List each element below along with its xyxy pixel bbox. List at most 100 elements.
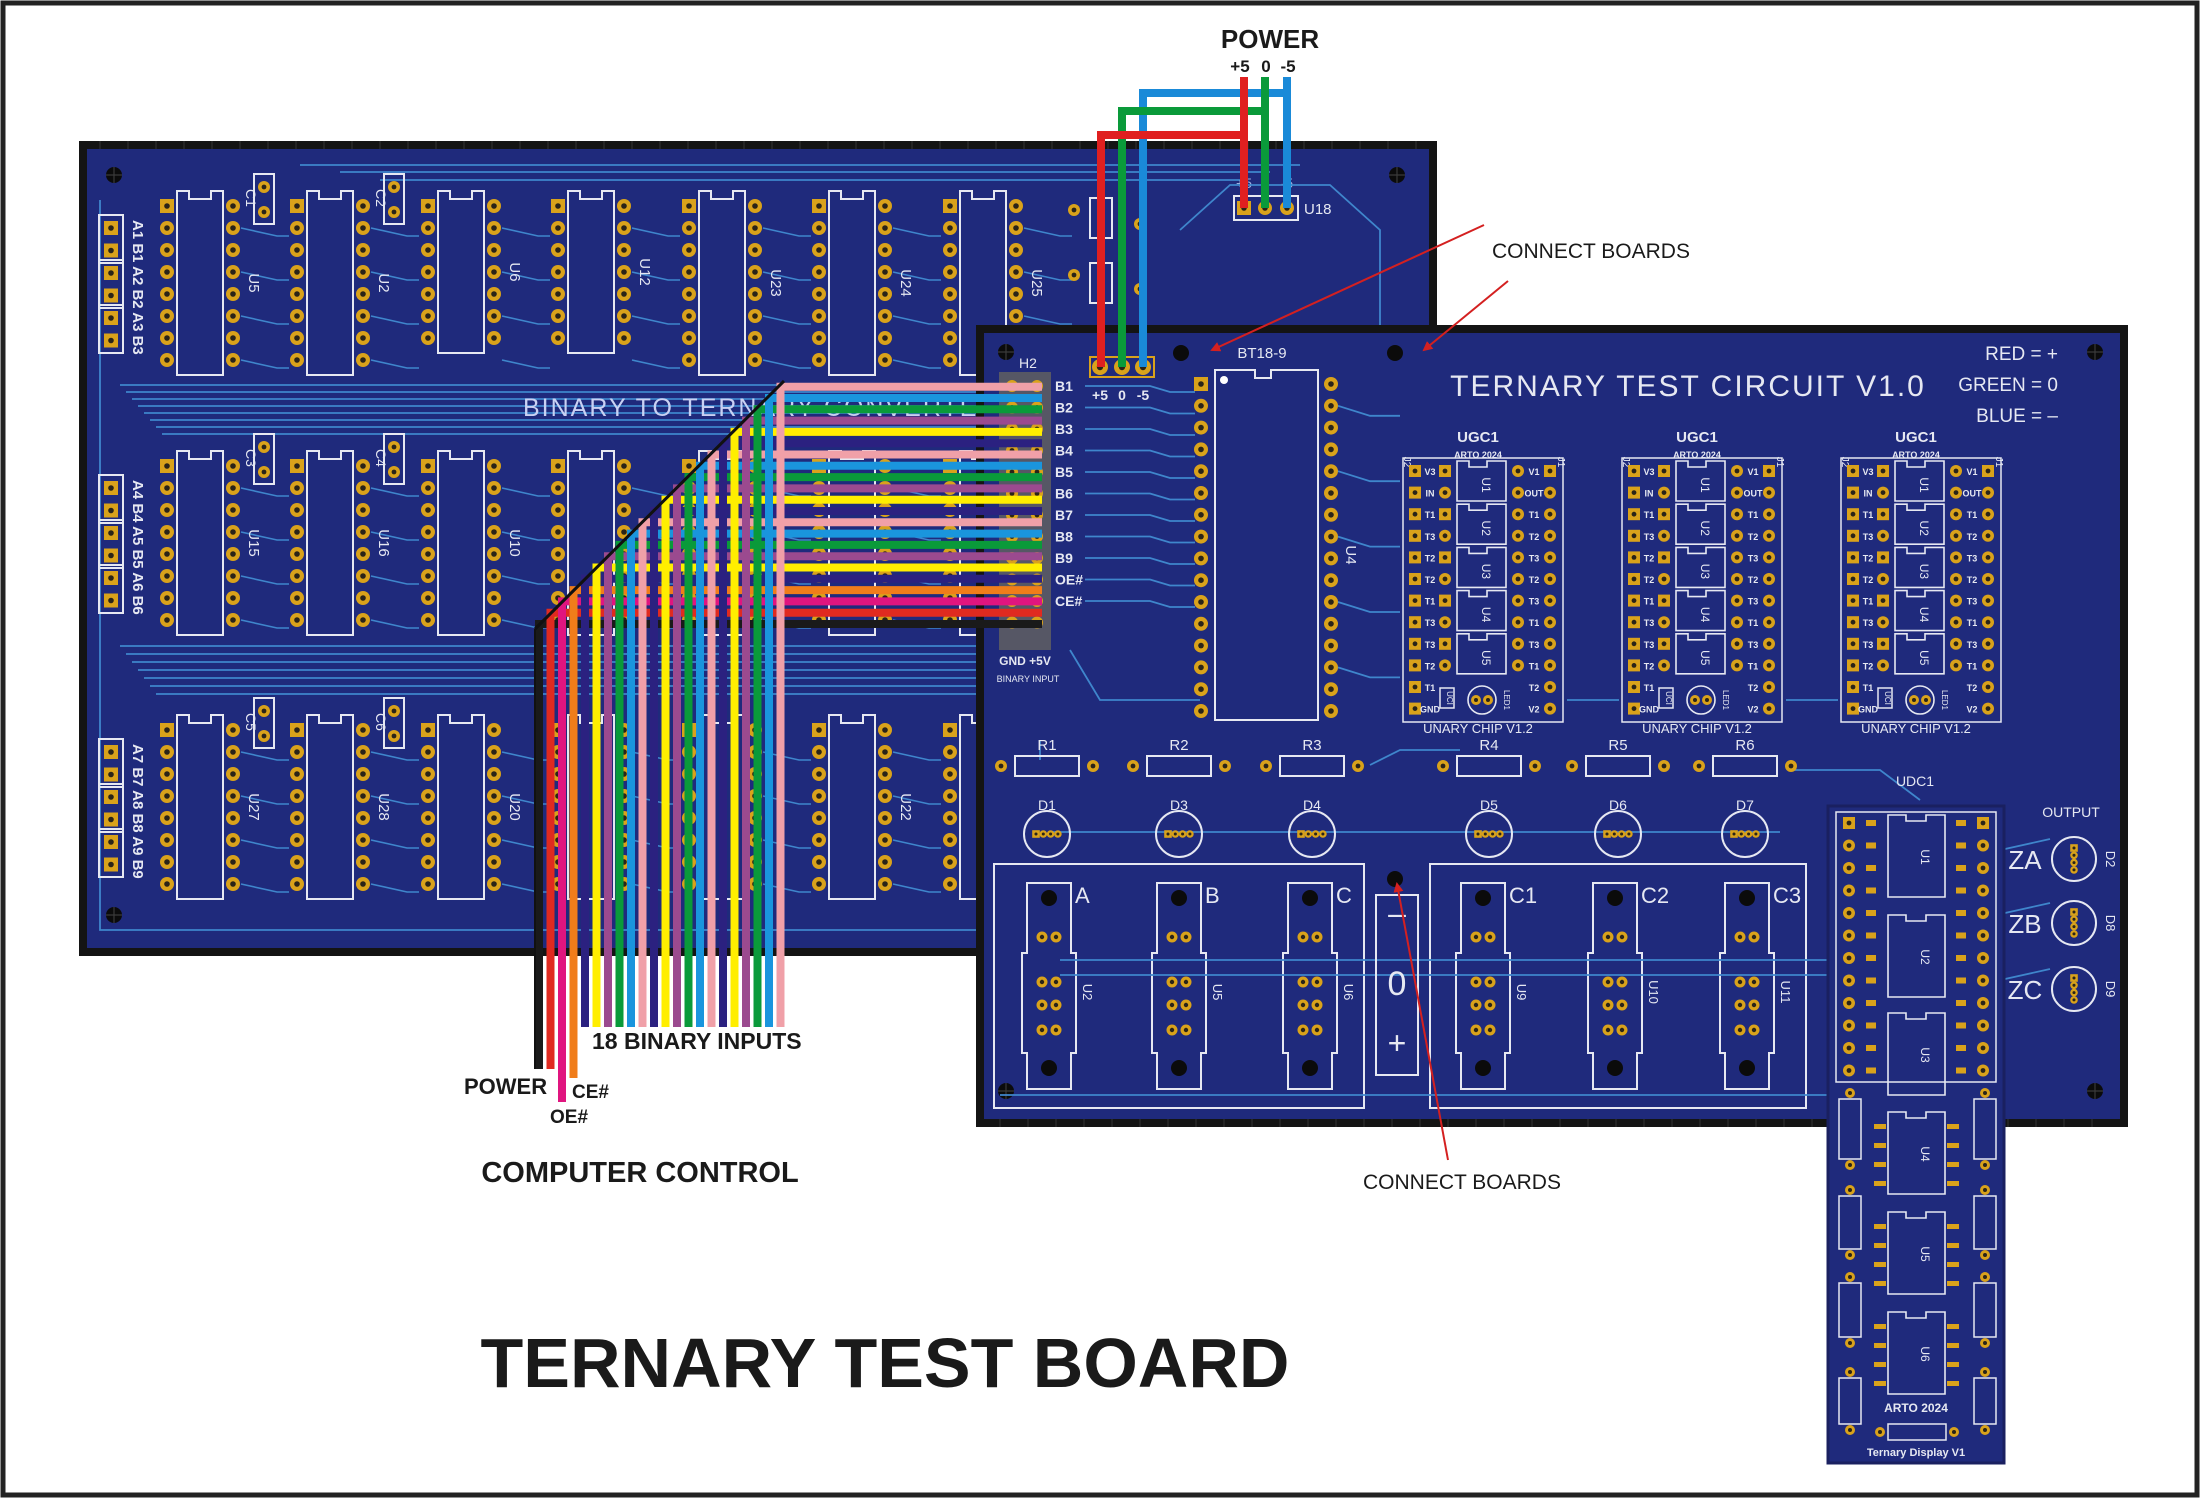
drill-hole: [1734, 468, 1740, 474]
drill-hole: [108, 485, 114, 491]
drill-hole: [816, 837, 822, 843]
header-pin-label: B2: [1055, 400, 1073, 416]
drill-hole: [1013, 269, 1019, 275]
drill-hole: [1173, 832, 1177, 836]
power-header-ref: U18: [1304, 201, 1332, 218]
drill-hole: [1846, 933, 1852, 938]
drill-hole: [164, 749, 170, 755]
drill-hole: [621, 247, 627, 253]
chip-label: U25: [1028, 269, 1045, 297]
led-outline: [1721, 810, 1769, 858]
toggle-switch[interactable]: CU6: [1282, 882, 1356, 1090]
diagram-labels: POWER +5 0 -5 CONNECT BOARDS CONNECT BOA…: [464, 24, 1690, 1402]
cable-wire: [776, 382, 1042, 1027]
drill-hole: [1631, 706, 1637, 711]
drill-hole: [1515, 555, 1521, 560]
smd-pad: [1956, 1022, 1966, 1029]
drill-hole: [1631, 490, 1637, 495]
drill-hole: [1476, 832, 1480, 836]
module-pin-label: T1: [1529, 661, 1540, 671]
switch-mount-hole: [1041, 1060, 1057, 1076]
drill-hole: [164, 357, 170, 363]
drill-hole: [1734, 641, 1740, 647]
drill-hole: [1980, 888, 1986, 893]
drill-hole: [491, 551, 497, 557]
module-j-right: J1: [1555, 457, 1566, 468]
module-pin-label: T1: [1863, 510, 1874, 520]
input-header-label: A1 B1 A2 B2 A3 B3: [129, 220, 146, 355]
drill-hole: [294, 551, 300, 557]
module-pin-label: T1: [1425, 597, 1436, 607]
trace: [1085, 535, 1195, 544]
drill-hole: [1442, 663, 1448, 668]
mode-selector[interactable]: [1375, 894, 1419, 1076]
input-header-outline: [98, 304, 124, 354]
drill-hole: [947, 357, 953, 363]
toggle-switch[interactable]: AU2: [1021, 882, 1095, 1090]
cable-fold-line: [533, 379, 786, 631]
drill-hole: [1198, 621, 1204, 627]
drill-hole: [391, 469, 397, 475]
trace: [240, 271, 289, 281]
module-pin-label: T1: [1748, 661, 1759, 671]
drill-hole: [391, 209, 397, 215]
drill-hole: [816, 793, 822, 799]
drill-hole: [1515, 663, 1521, 668]
drill-hole: [491, 859, 497, 865]
trace: [1085, 471, 1195, 479]
drill-hole: [425, 269, 431, 275]
drill-hole: [621, 335, 627, 341]
module-chip-label: U5: [1917, 650, 1931, 666]
module-j-left: J2: [1401, 457, 1412, 468]
trace: [501, 227, 550, 237]
module-chip-label: U2: [1917, 521, 1931, 537]
drill-hole: [1532, 763, 1538, 769]
connect-boards-label-bottom: CONNECT BOARDS: [1363, 1171, 1561, 1194]
drill-hole: [1983, 1188, 1987, 1192]
module-pin-label: T3: [1863, 532, 1874, 542]
drill-hole: [1983, 1163, 1987, 1167]
toggle-switch[interactable]: BU5: [1151, 882, 1225, 1090]
drill-hole: [882, 749, 888, 755]
drill-hole: [947, 749, 953, 755]
drill-hole: [1661, 576, 1667, 582]
header-pin-label: B9: [1055, 550, 1073, 566]
smd-pad: [1956, 1045, 1966, 1051]
drill-hole: [1953, 576, 1959, 582]
display-chip-label: U5: [1918, 1246, 1932, 1262]
drill-hole: [1487, 979, 1493, 985]
smd-pad: [1956, 1000, 1966, 1006]
switch-ref: U10: [1646, 980, 1661, 1004]
trace: [501, 531, 550, 541]
trace: [1790, 769, 1921, 801]
drill-hole: [1569, 763, 1575, 769]
module-pin-label: T3: [1529, 553, 1540, 563]
trace: [1337, 535, 1400, 548]
module-pin-label: T2: [1425, 575, 1436, 585]
drill-hole: [1631, 533, 1637, 539]
ribbon-cable: [533, 379, 1042, 1102]
module-pin-label: T2: [1748, 532, 1759, 542]
module-pin-label: T1: [1967, 618, 1978, 628]
drill-hole: [1734, 619, 1740, 625]
drill-hole: [491, 485, 497, 491]
module-pin-label: T3: [1748, 640, 1759, 650]
drill-hole: [1631, 511, 1637, 517]
drill-hole: [1169, 979, 1175, 985]
switch-label: C: [1336, 883, 1352, 908]
led-outline: [1155, 810, 1203, 858]
trace: [631, 227, 680, 237]
drill-hole: [108, 225, 114, 231]
drill-hole: [491, 463, 497, 469]
drill-hole: [164, 485, 170, 491]
output-led-outline: [2051, 900, 2097, 946]
module-pin-label: T2: [1863, 661, 1874, 671]
drill-hole: [1985, 619, 1991, 625]
test-board-title: TERNARY TEST CIRCUIT V1.0: [1450, 370, 1926, 403]
drill-hole: [1547, 533, 1553, 539]
drill-hole: [752, 203, 758, 209]
